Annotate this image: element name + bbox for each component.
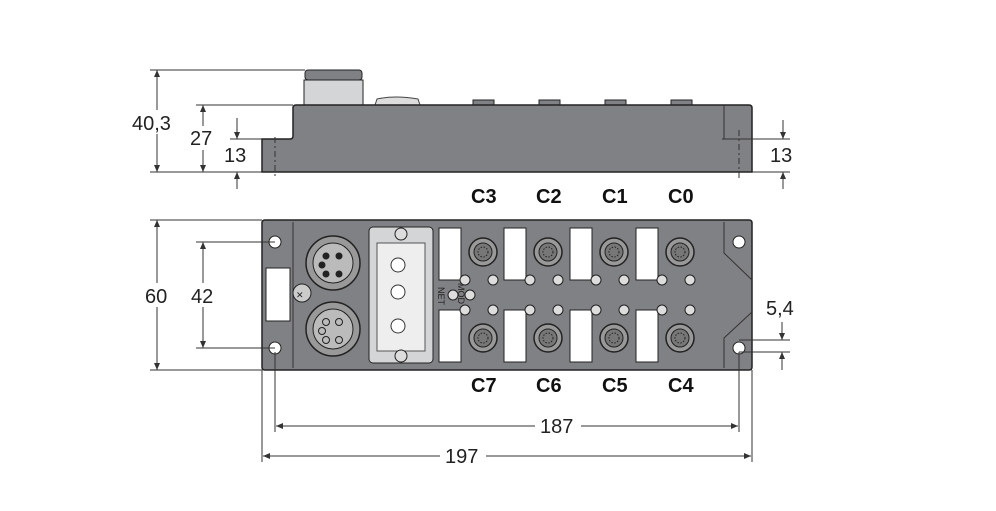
status-led: [618, 274, 630, 286]
port-label: C0: [668, 186, 694, 208]
m12-port-c7: [468, 323, 498, 353]
port-label: C3: [471, 186, 497, 208]
status-led: [487, 304, 499, 316]
port-label: C4: [668, 375, 694, 397]
label-slot: [635, 227, 659, 281]
mod-label: MOD: [456, 283, 466, 304]
port-label: C6: [536, 375, 562, 397]
rotary-switch: [390, 284, 406, 300]
dim-total-length: 197: [445, 446, 478, 468]
screw-head: [374, 96, 421, 106]
dim-total-height: 40,3: [132, 113, 171, 135]
label-slot: [438, 309, 462, 363]
net-label: NET: [436, 287, 446, 306]
m12-port-c0: [665, 237, 695, 267]
port-label: C5: [602, 375, 628, 397]
m12-port-c6: [533, 323, 563, 353]
label-slot: [635, 309, 659, 363]
m12-port-c3: [468, 237, 498, 267]
svg-text:✕: ✕: [296, 290, 304, 300]
m12-port-c5: [599, 323, 629, 353]
power-connector-out: [305, 301, 361, 357]
screw-icon: [292, 283, 312, 303]
m12-port-c1: [599, 237, 629, 267]
status-led: [459, 274, 471, 286]
side-dimensions: 40,3 27 13 13: [130, 69, 792, 189]
status-led: [656, 304, 668, 316]
front-dimensions: 60 42 5,4 187 197: [143, 219, 794, 468]
dim-flange-right: 13: [770, 145, 792, 167]
port-stubs: [472, 99, 693, 106]
side-housing: [261, 104, 753, 173]
label-slot: [569, 227, 593, 281]
status-led: [656, 274, 668, 286]
status-led: [487, 274, 499, 286]
status-led: [684, 274, 696, 286]
port-label: C2: [536, 186, 562, 208]
rotary-switch: [390, 318, 406, 334]
top-connector: [303, 79, 364, 106]
m12-port-c2: [533, 237, 563, 267]
status-led: [524, 274, 536, 286]
status-led: [552, 304, 564, 316]
mounting-hole: [732, 235, 746, 249]
label-slot: [503, 309, 527, 363]
net-led: [447, 289, 459, 301]
port-label: C1: [602, 186, 628, 208]
status-led: [590, 274, 602, 286]
status-led: [459, 304, 471, 316]
power-connector-in: [305, 235, 361, 291]
port-label: C7: [471, 375, 497, 397]
dim-width: 60: [145, 286, 167, 308]
status-led: [618, 304, 630, 316]
label-slot: [503, 227, 527, 281]
label-slot: [265, 267, 291, 322]
mod-led: [464, 289, 476, 301]
dim-hole-offset: 5,4: [766, 298, 794, 320]
dim-flange-left: 13: [224, 145, 246, 167]
status-led: [590, 304, 602, 316]
dim-body-height: 27: [190, 128, 212, 150]
label-slot: [569, 309, 593, 363]
side-view: [261, 69, 753, 178]
dim-hole-vertical: 42: [191, 286, 213, 308]
top-connector-cap: [304, 69, 363, 81]
m12-port-c4: [665, 323, 695, 353]
status-led: [524, 304, 536, 316]
rotary-switch: [390, 257, 406, 273]
dim-hole-horizontal: 187: [540, 416, 573, 438]
status-led: [552, 274, 564, 286]
label-slot: [438, 227, 462, 281]
status-led: [684, 304, 696, 316]
